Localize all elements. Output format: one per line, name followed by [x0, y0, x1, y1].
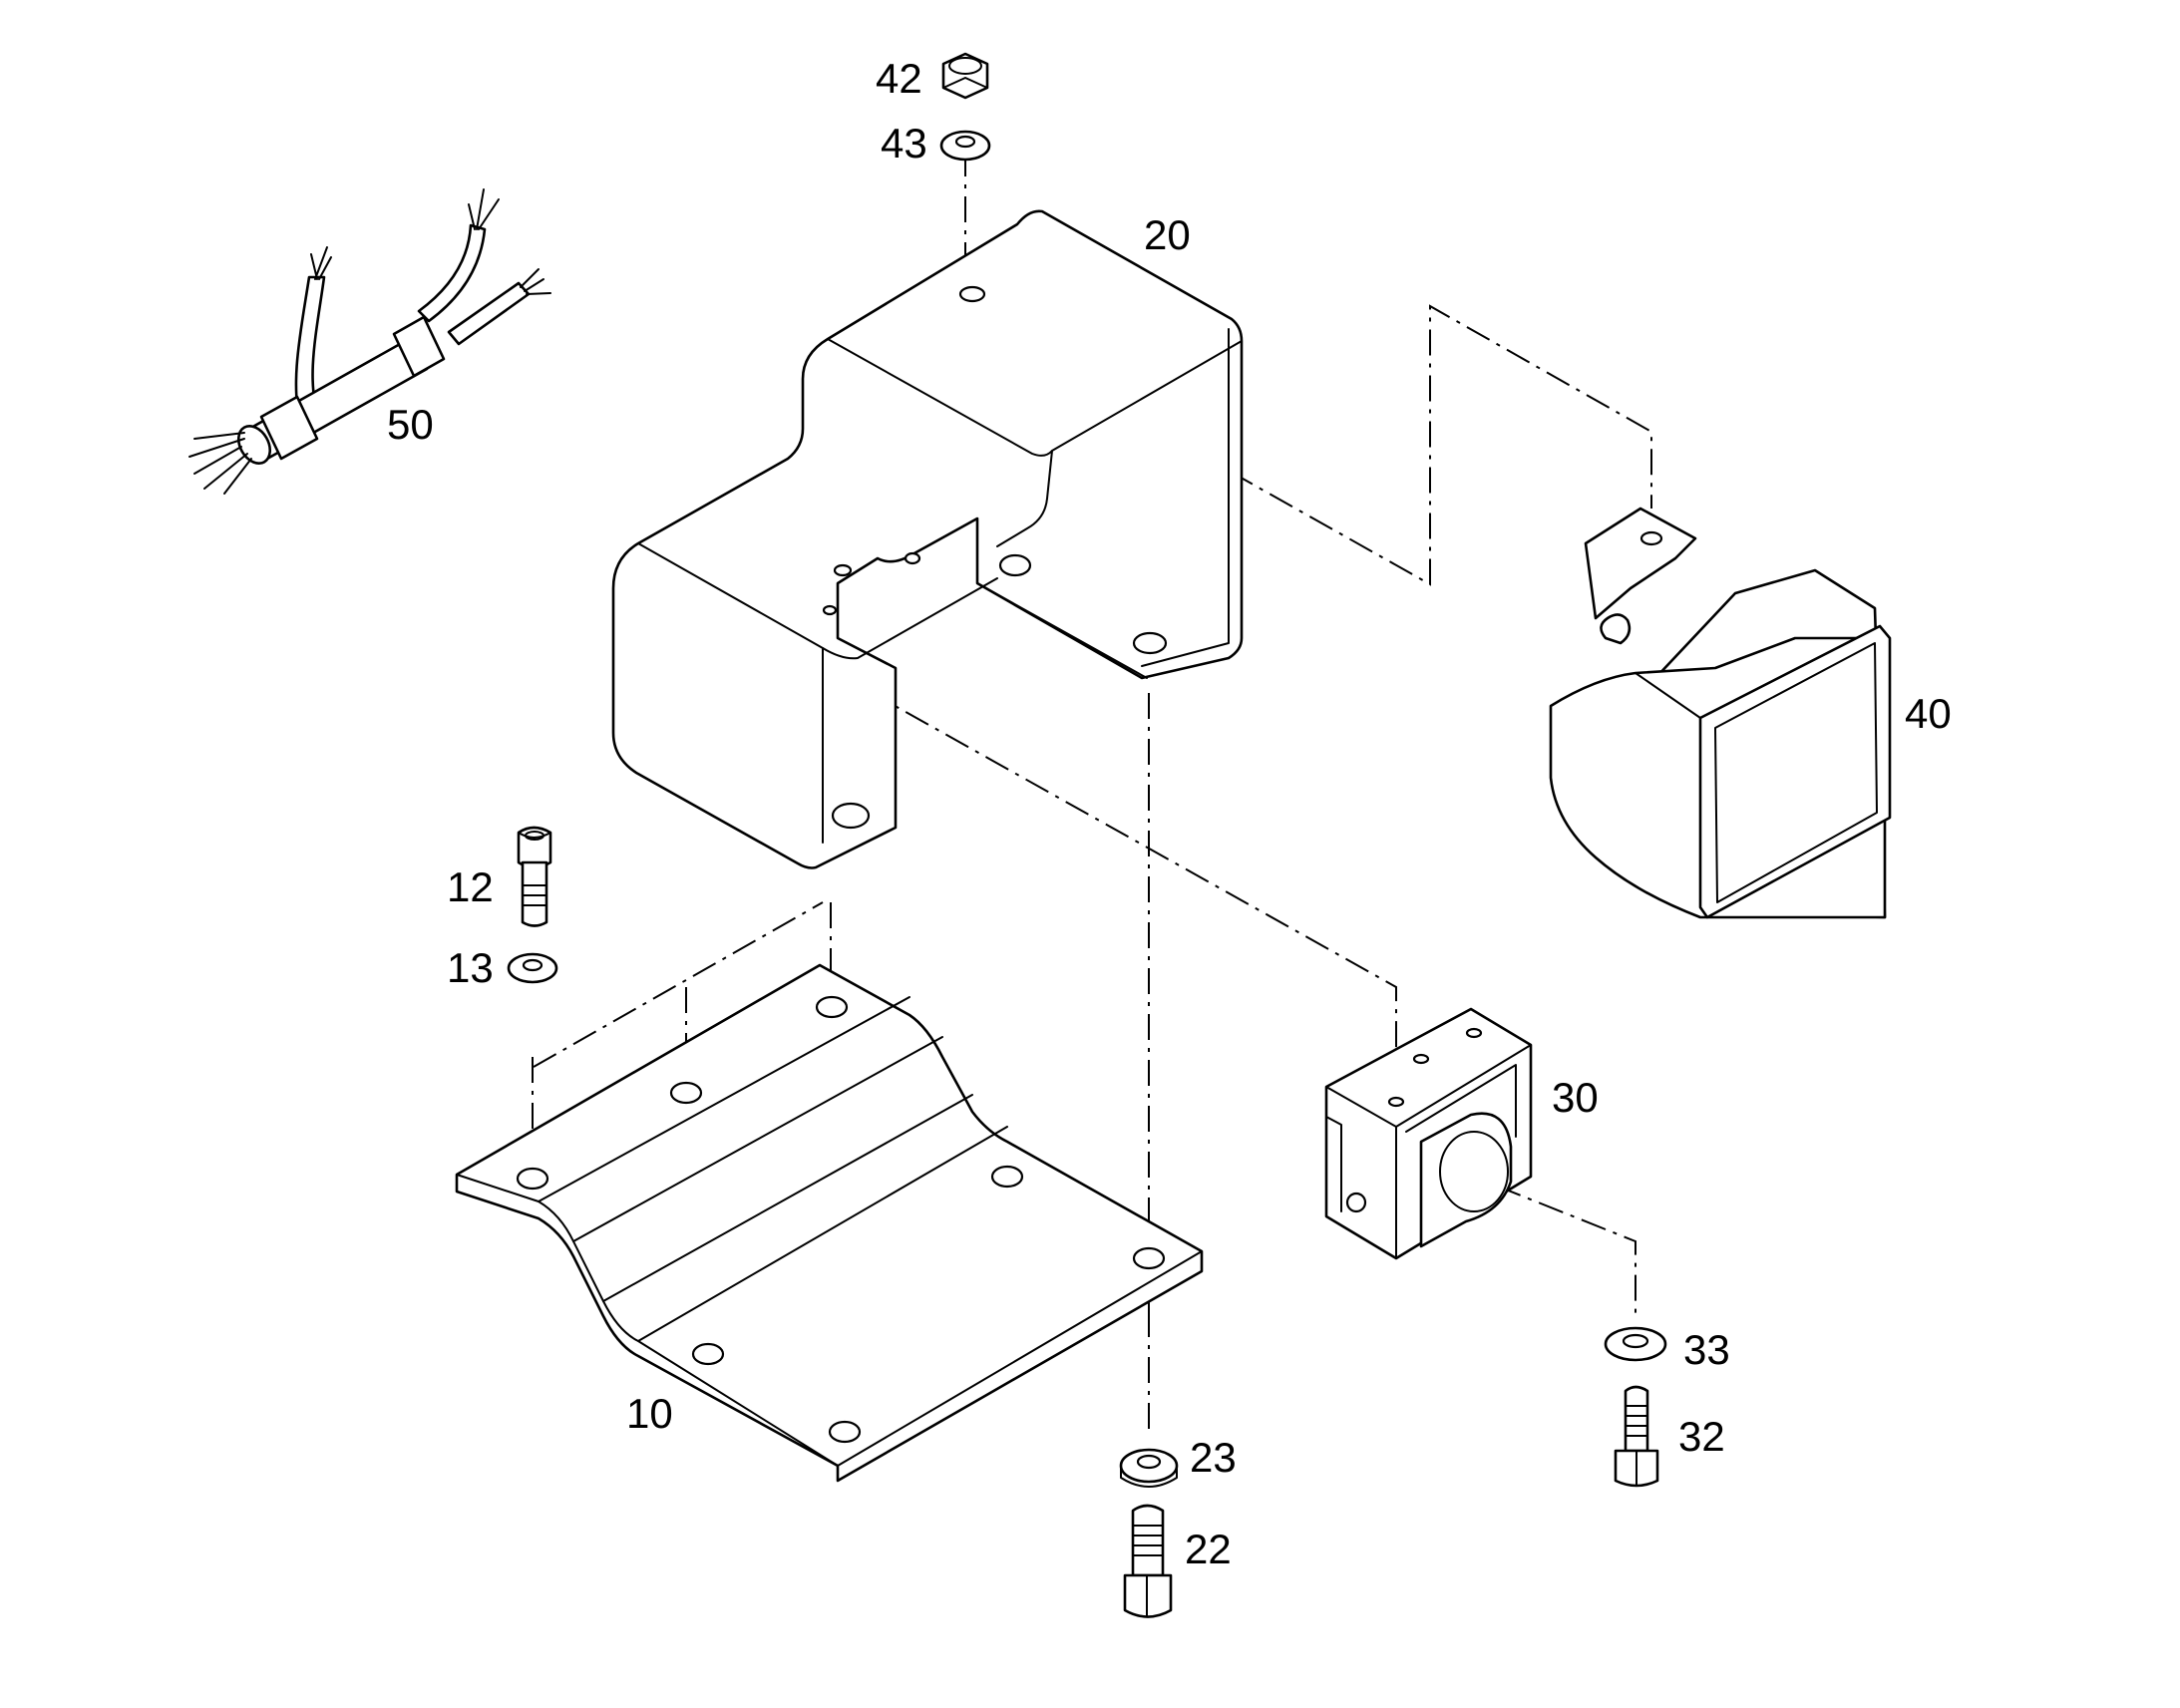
nut-42: [941, 52, 989, 100]
callout-labels: 10 12 13 20 22 23 30 32 33 40 42 43 50: [387, 55, 1952, 1572]
callout-50: 50: [387, 401, 434, 448]
callout-10: 10: [626, 1390, 673, 1437]
callout-42: 42: [876, 55, 922, 102]
callout-20: 20: [1144, 211, 1191, 258]
clamp-block-30: [1324, 1007, 1533, 1260]
washer-43: [939, 130, 991, 162]
callout-12: 12: [447, 863, 494, 910]
washer-13: [507, 952, 558, 984]
callout-43: 43: [881, 120, 927, 167]
screw-12: [517, 826, 552, 927]
assembly-guide-lines: [532, 151, 1652, 1436]
washer-33: [1604, 1326, 1667, 1362]
callout-30: 30: [1552, 1074, 1599, 1121]
bolt-22: [1123, 1504, 1173, 1618]
callout-32: 32: [1678, 1413, 1725, 1460]
callout-33: 33: [1683, 1326, 1730, 1373]
callout-13: 13: [447, 944, 494, 991]
cable-harness-50: [188, 188, 551, 495]
washer-23: [1119, 1448, 1179, 1488]
callout-40: 40: [1905, 690, 1952, 737]
work-lamp-40: [1549, 507, 1892, 919]
bolt-32: [1614, 1385, 1659, 1488]
base-plate-10: [455, 963, 1204, 1483]
callout-22: 22: [1185, 1526, 1232, 1572]
callout-23: 23: [1190, 1434, 1237, 1481]
bracket-20: [611, 209, 1244, 869]
